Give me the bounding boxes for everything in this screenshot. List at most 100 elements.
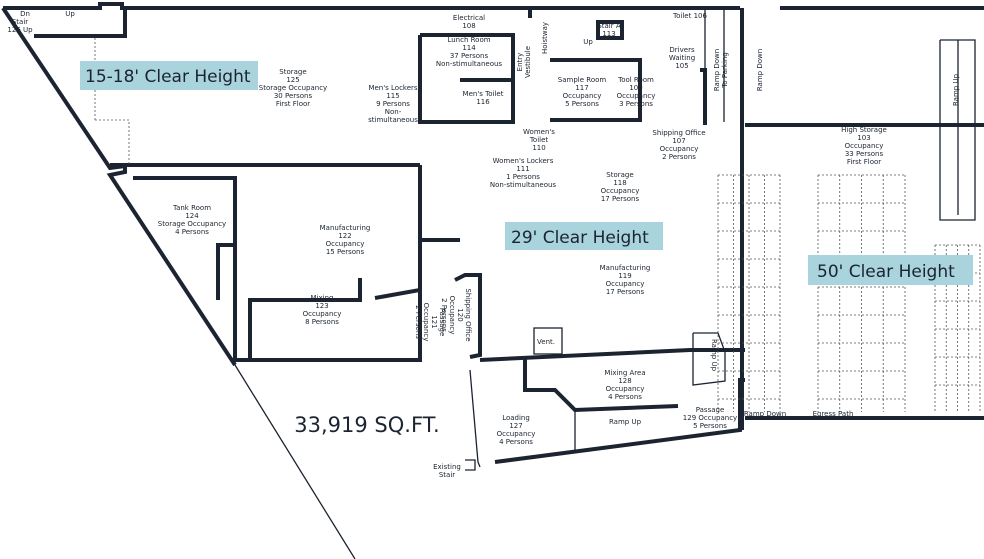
room-label-line: High Storage (841, 126, 887, 134)
room-label-line: Vestibule (524, 46, 532, 78)
room-label: Ramp Up (609, 418, 642, 426)
room-label-line: Occupancy (326, 240, 365, 248)
room-label-line: Toilet (529, 136, 549, 144)
mixing-area-128-walls (523, 358, 679, 413)
room-label-line: Ramp Down (713, 49, 721, 91)
manufacturing-122-walls (233, 165, 422, 362)
room-label-line: 2 Persons (440, 298, 448, 332)
shipping-120-walls (454, 273, 482, 359)
room-label-line: 114 (462, 44, 476, 52)
outer-wall-diagonal (234, 364, 356, 559)
room-label-line: Storage (606, 171, 633, 179)
room-label-line: 119 (618, 272, 631, 280)
room-label-line: 5 Persons (693, 422, 727, 430)
sample-tool-room-walls (550, 58, 642, 122)
room-label-line: Occupancy (448, 296, 456, 335)
room-label-line: Women's (523, 128, 555, 136)
room-label-line: Tank Room (172, 204, 211, 212)
tank-room-wall (133, 176, 237, 300)
room-label-line: Occupancy (617, 92, 656, 100)
room-label-line: Mixing (311, 294, 334, 302)
room-label-line: 37 Persons (450, 52, 489, 60)
manufacturing-119-south-wall (479, 348, 745, 362)
existing-stair (465, 459, 476, 471)
stair-126-wall (34, 8, 127, 38)
room-label-line: 113 (602, 30, 615, 38)
outer-wall-top (3, 2, 740, 10)
room-label-line: 15 Persons (326, 248, 365, 256)
room-label-line: 103 (857, 134, 870, 142)
room-label-line: Occupancy (497, 430, 536, 438)
room-label-line: Women's Lockers (493, 157, 554, 165)
room-label-line: 4 Persons (499, 438, 533, 446)
outer-wall-lower (469, 369, 481, 468)
room-label-line: Lunch Room (447, 36, 490, 44)
room-label-line: Entry (516, 53, 524, 72)
room-label-line: Drivers (669, 46, 695, 54)
room-label-line: 109 (629, 84, 642, 92)
room-label-line: 108 (462, 22, 475, 30)
room-label: Dn (20, 10, 30, 18)
room-label-line: 107 (672, 137, 685, 145)
room-label: Passage121Occupancy2 Persons (414, 303, 446, 342)
clear-height-label-3: 50' Clear Height (808, 255, 973, 285)
room-label: Ramp DownTo Parking (713, 49, 729, 91)
room-label-line: Ramp Up (952, 73, 960, 106)
room-label-line: 120 (456, 308, 464, 321)
lunch-room-walls (418, 33, 515, 124)
room-label-line: 124 (185, 212, 199, 220)
room-label-line: Manufacturing (320, 224, 371, 232)
room-label-line: Shipping Office (464, 288, 472, 341)
room-label-line: 110 (532, 144, 545, 152)
room-label-line: Ramp Down (756, 49, 764, 91)
room-label-line: Egress Path (813, 410, 854, 418)
clear-height-text-1: 15-18' Clear Height (85, 67, 251, 87)
room-label-line: 2 Persons (662, 153, 696, 161)
room-label-line: Up (65, 10, 75, 18)
room-label-line: 33 Persons (845, 150, 884, 158)
room-label-line: Loading (502, 414, 530, 422)
room-label: Toilet 106 (672, 12, 707, 20)
room-label-line: Storage (279, 68, 306, 76)
room-label-line: Ramp Down (744, 410, 786, 418)
room-label-line: 115 (386, 92, 399, 100)
room-label-line: 4 Persons (175, 228, 209, 236)
storage-racks (717, 174, 981, 412)
passage-121-walls (374, 238, 460, 300)
room-label-line: First Floor (276, 100, 310, 108)
clear-height-text-3: 50' Clear Height (817, 262, 955, 282)
room-label-line: Up (583, 38, 593, 46)
room-label-line: Storage Occupancy (259, 84, 327, 92)
room-label-line: 123 (315, 302, 328, 310)
room-label-line: Occupancy (563, 92, 602, 100)
room-label: Egress Path (813, 410, 854, 418)
room-label-line: Hoistway (541, 22, 549, 54)
room-label-line: Sample Room (558, 76, 607, 84)
room-label-line: Shipping Office (652, 129, 705, 137)
room-label-line: Occupancy (303, 310, 342, 318)
room-label-line: 125 (286, 76, 299, 84)
ramp-up-mixing (692, 332, 726, 386)
room-label-line: stimultaneous (368, 116, 418, 124)
room-label: EntryVestibule (516, 46, 532, 78)
total-area: 33,919 SQ.FT. (294, 413, 439, 437)
room-label-line: Tool Room (617, 76, 654, 84)
room-label: Ramp Down (756, 49, 764, 91)
vent (533, 327, 563, 355)
room-label: Hoistway (541, 22, 549, 54)
